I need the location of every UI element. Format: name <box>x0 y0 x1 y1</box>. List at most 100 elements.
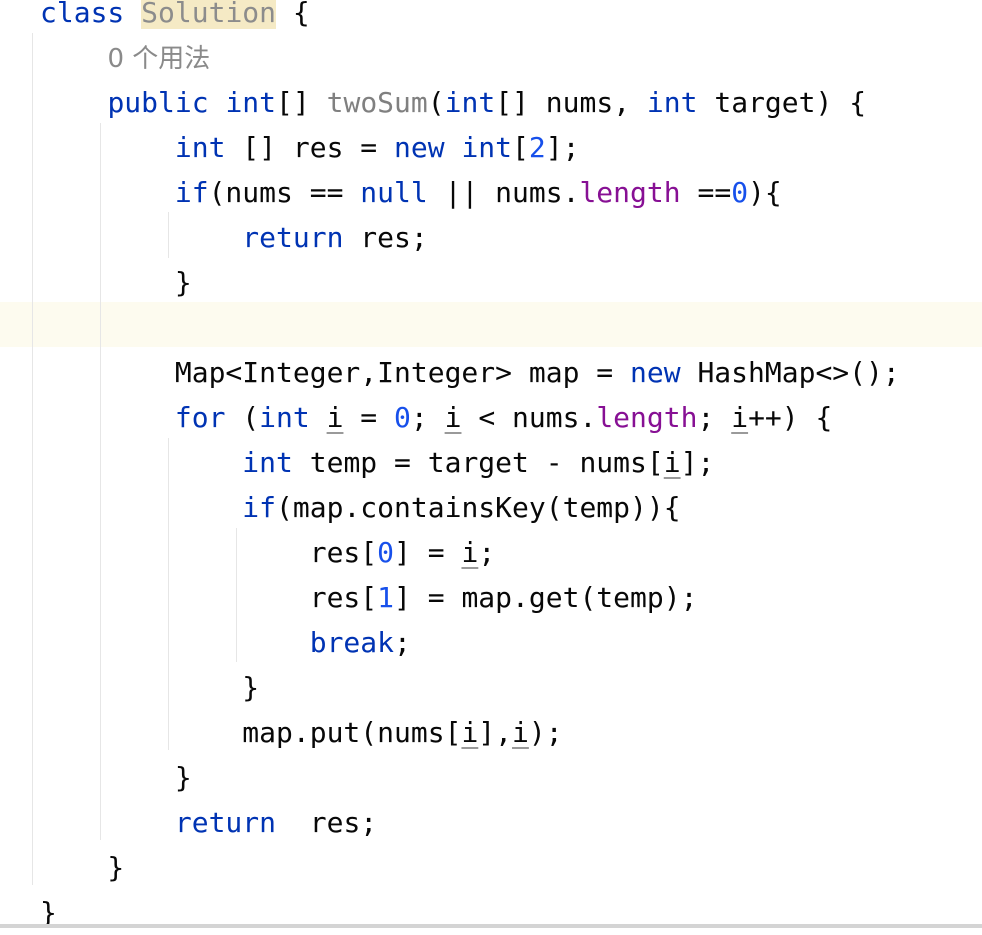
code-line[interactable]: class Solution { <box>40 0 900 35</box>
horizontal-scrollbar[interactable] <box>0 924 982 928</box>
code-line[interactable]: int [] res = new int[2]; <box>40 125 900 170</box>
code-token: i <box>461 716 479 749</box>
code-token <box>209 86 226 119</box>
code-line[interactable]: 0 个用法 <box>40 35 900 80</box>
code-token: if <box>242 491 277 524</box>
code-token: [] nums, <box>495 86 647 119</box>
code-token: ] = map.get(temp); <box>394 581 698 614</box>
code-line[interactable]: return res; <box>40 215 900 260</box>
code-token: break <box>309 626 395 659</box>
code-token: ; <box>697 401 732 434</box>
code-token: } <box>40 671 260 704</box>
indent-guide <box>100 123 101 840</box>
code-token <box>40 401 175 434</box>
code-lines[interactable]: class Solution { 0 个用法 public int [] twoS… <box>40 0 900 935</box>
code-token: int <box>174 131 226 164</box>
code-token: ++) { <box>748 401 833 434</box>
code-token: 0 <box>377 536 395 569</box>
code-token: (map.containsKey(temp)){ <box>276 491 681 524</box>
code-token: if <box>174 176 209 209</box>
code-token <box>40 221 242 254</box>
code-line[interactable] <box>40 305 900 350</box>
code-token: map.put(nums[ <box>40 716 462 749</box>
code-token: 1 <box>377 581 395 614</box>
indent-guide <box>168 438 169 750</box>
code-token: ; <box>394 626 411 659</box>
code-token: || nums. <box>427 176 580 209</box>
code-token: ]; <box>680 446 715 479</box>
code-token <box>40 131 175 164</box>
code-token: 2 <box>528 131 546 164</box>
code-line[interactable]: } <box>40 665 900 710</box>
code-token: int <box>646 86 698 119</box>
code-line[interactable]: } <box>40 260 900 305</box>
code-token: length <box>579 176 681 209</box>
code-line[interactable]: int temp = target - nums[i]; <box>40 440 900 485</box>
code-token: (nums == <box>208 176 361 209</box>
code-token: = <box>343 401 395 434</box>
code-token <box>445 131 462 164</box>
code-token: == <box>680 176 732 209</box>
usage-hint[interactable]: 0 个用法 <box>107 44 211 74</box>
code-token: i <box>663 446 681 479</box>
code-token: ]; <box>545 131 580 164</box>
indent-guide <box>32 33 33 885</box>
code-token: int <box>242 446 293 479</box>
code-token <box>40 446 242 479</box>
code-token <box>40 806 175 839</box>
code-token: res[ <box>40 536 378 569</box>
code-token: target) { <box>697 86 867 119</box>
code-line[interactable]: for (int i = 0; i < nums.length; i++) { <box>40 395 900 440</box>
code-token: i <box>326 401 344 434</box>
code-token: ); <box>528 716 563 749</box>
code-token <box>40 626 310 659</box>
code-token: 0 <box>731 176 749 209</box>
indent-guide <box>168 212 169 258</box>
code-token: ){ <box>748 176 782 209</box>
code-token: twoSum <box>326 86 428 119</box>
code-token: [] <box>276 86 327 119</box>
code-token: i <box>444 401 462 434</box>
code-token: class <box>40 0 142 29</box>
indent-guide <box>236 528 237 662</box>
code-token: int <box>259 401 310 434</box>
code-line[interactable]: } <box>40 755 900 800</box>
code-token: } <box>40 266 192 299</box>
code-token: new <box>394 131 445 164</box>
code-token: return <box>174 806 277 839</box>
code-token <box>310 401 327 434</box>
code-token: public <box>107 86 209 119</box>
code-line[interactable]: if(map.containsKey(temp)){ <box>40 485 900 530</box>
code-token: i <box>461 536 479 569</box>
code-token: HashMap<>(); <box>680 356 900 389</box>
code-line[interactable]: break; <box>40 620 900 665</box>
code-token: new <box>630 356 681 389</box>
code-line[interactable]: } <box>40 845 900 890</box>
current-line-highlight <box>0 302 982 347</box>
code-token <box>40 41 107 74</box>
code-token: ], <box>478 716 513 749</box>
code-line[interactable]: Map<Integer,Integer> map = new HashMap<>… <box>40 350 900 395</box>
code-line[interactable]: res[1] = map.get(temp); <box>40 575 900 620</box>
code-token: return <box>242 221 344 254</box>
code-token: for <box>174 401 226 434</box>
code-line[interactable]: return res; <box>40 800 900 845</box>
code-line[interactable]: public int[] twoSum(int[] nums, int targ… <box>40 80 900 125</box>
code-token <box>40 176 175 209</box>
code-token: ] = <box>394 536 462 569</box>
code-token: ( <box>427 86 445 119</box>
code-token: { <box>276 0 310 29</box>
code-line[interactable]: res[0] = i; <box>40 530 900 575</box>
code-token: } <box>40 896 57 929</box>
code-token: 0 <box>394 401 411 434</box>
code-token: temp = target - nums[ <box>292 446 664 479</box>
code-token: [ <box>512 131 529 164</box>
code-line[interactable]: } <box>40 890 900 935</box>
code-line[interactable]: map.put(nums[i],i); <box>40 710 900 755</box>
code-line[interactable]: if(nums == null || nums.length ==0){ <box>40 170 900 215</box>
code-token: res; <box>276 806 378 839</box>
code-token <box>40 86 107 119</box>
code-token: int <box>461 131 513 164</box>
code-token: ; <box>478 536 496 569</box>
